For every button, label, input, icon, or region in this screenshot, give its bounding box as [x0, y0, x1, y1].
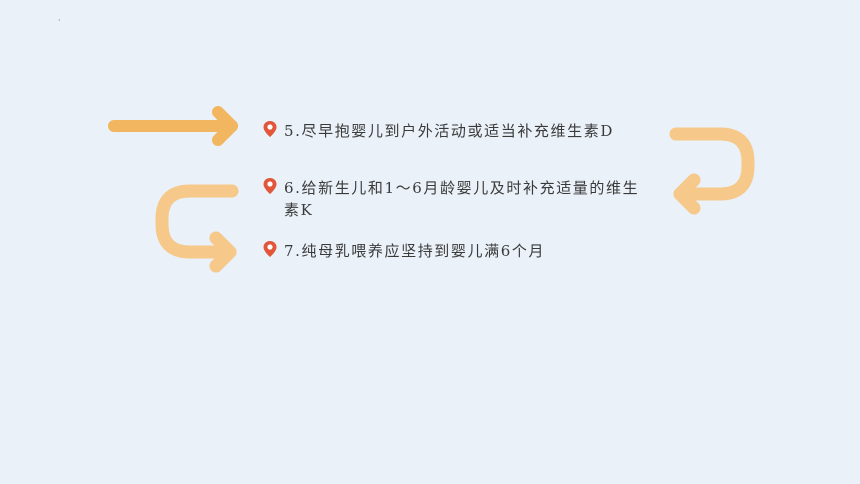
location-pin-icon [263, 178, 277, 194]
u-turn-left-arrow-icon [669, 127, 755, 215]
item-text: 6.给新生儿和1～6月龄婴儿及时补充适量的维生素K [284, 179, 640, 219]
item-text: 5.尽早抱婴儿到户外活动或适当补充维生素D [284, 122, 614, 140]
list-item: 7.纯母乳喂养应坚持到婴儿满6个月 [262, 240, 654, 262]
location-pin-icon [263, 121, 277, 137]
list-item: 5.尽早抱婴儿到户外活动或适当补充维生素D [262, 120, 654, 142]
right-arrow-icon [108, 106, 238, 146]
list-item: 6.给新生儿和1～6月龄婴儿及时补充适量的维生素K [262, 177, 654, 221]
u-turn-right-arrow-icon [155, 184, 239, 273]
corner-mark: · [58, 16, 61, 25]
location-pin-icon [263, 241, 277, 257]
item-text: 7.纯母乳喂养应坚持到婴儿满6个月 [284, 242, 546, 260]
